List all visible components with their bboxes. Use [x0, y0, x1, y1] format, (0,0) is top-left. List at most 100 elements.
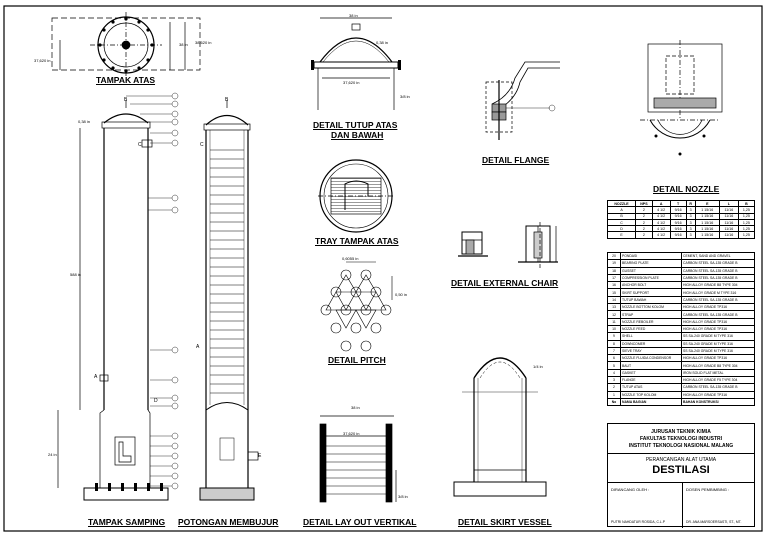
table-cell: GASKET	[620, 368, 682, 378]
label-detail-layout: DETAIL LAY OUT VERTIKAL	[303, 517, 417, 527]
svg-text:D: D	[154, 398, 158, 404]
table-cell: HIGH ALLOY GRADE TP316	[681, 390, 755, 399]
table-cell: 11	[607, 317, 621, 326]
title-block-title: DESTILASI	[652, 464, 710, 476]
table-cell: HIGH ALLOY GRADE TP316	[681, 317, 755, 326]
table-cell: GUSSET	[620, 266, 682, 275]
table-cell: HIGH ALLOY GRADE TP316	[681, 303, 755, 312]
advisor-name: DR. ANA MARSOERSASTI, ST., MT.	[686, 520, 742, 524]
table-cell: 9	[607, 332, 621, 341]
label-detail-flange: DETAIL FLANGE	[482, 155, 550, 165]
table-cell: CARBON STEEL SA-135 GRADE B	[681, 266, 755, 275]
table-cell: PONDASI	[620, 251, 682, 261]
table-cell: 18	[607, 266, 621, 275]
table-cell: 16	[607, 281, 621, 290]
table-cell: 1 15/16	[694, 231, 720, 239]
table-cell: CARBON STEEL SA-135 GRADE B	[681, 383, 755, 392]
table-cell: 3	[607, 376, 621, 385]
dimension-text: 38 in	[351, 405, 360, 410]
title-block: JURUSAN TEKNIK KIMIA FAKULTAS TEKNOLOGI …	[607, 423, 755, 528]
table-cell: 14	[607, 295, 621, 305]
table-cell: BAHAN KONSTRUKSI	[681, 397, 755, 407]
table-cell: SS SA-240 GRADE M TYPE 316	[681, 339, 755, 348]
label-longitudinal-section: POTONGAN MEMBUJUR	[178, 517, 279, 527]
table-cell: CARBON STEEL SA-135 GRADE B	[681, 273, 755, 283]
side-view	[57, 100, 169, 501]
dimension-text: 0,6055 in	[342, 256, 359, 261]
table-cell: CARBON STEEL SA-135 GRADE B	[681, 295, 755, 305]
table-cell: 20	[607, 251, 621, 261]
title-block-institute: INSTITUT TEKNOLOGI NASIONAL MALANG	[628, 443, 734, 449]
dimension-text: 3/8 in	[400, 94, 410, 99]
table-cell: NOZZLE BOTTOM KOLOM	[620, 303, 682, 312]
table-cell: 4	[607, 368, 621, 378]
detail-layout-vertical	[319, 415, 397, 503]
table-cell: HIGH ALLOY GRADE F5 TYPE 304	[681, 376, 755, 385]
title-block-dept: JURUSAN TEKNIK KIMIA	[651, 429, 711, 435]
table-cell: TUTUP ATAS	[620, 383, 682, 392]
svg-text:C: C	[138, 142, 142, 148]
detail-external-chair	[458, 222, 558, 268]
svg-text:B: B	[225, 97, 229, 103]
table-cell: 6	[607, 354, 621, 363]
table-cell: BEARING PLATE	[620, 259, 682, 268]
label-detail-nozzle: DETAIL NOZZLE	[653, 184, 720, 194]
table-cell: HIGH ALLOY GRADE M TYPE 316	[681, 288, 755, 297]
detail-flange	[485, 61, 560, 140]
label-top-view: TAMPAK ATAS	[96, 75, 156, 85]
table-cell: CARBON STEEL SA-135 GRADE B	[681, 310, 755, 319]
dimension-text: 3/8 in	[398, 494, 408, 499]
advisor-label: DOSEN PEMBIMBING :	[686, 487, 730, 492]
top-view	[51, 12, 201, 76]
label-detail-cover-2: DAN BAWAH	[331, 130, 384, 140]
label-detail-pitch: DETAIL PITCH	[328, 355, 386, 365]
table-cell: STRAP	[620, 310, 682, 319]
table-cell: 17	[607, 273, 621, 283]
table-cell: NOZZLE FEED	[620, 324, 682, 334]
svg-text:A: A	[196, 344, 200, 350]
dimension-text: 38,620 in	[195, 40, 212, 45]
table-cell: HIGH ALLOY GRADE TP316	[681, 354, 755, 363]
table-cell: 3	[685, 231, 696, 239]
drawn-by-name: PUTRI NAHDATUR ROSIDA, C.L.P	[611, 520, 666, 524]
dimension-text: 1/4 in	[533, 364, 543, 369]
label-side-view: TAMPAK SAMPING	[88, 517, 166, 527]
table-cell: SHELL	[620, 332, 682, 341]
dimension-text: 588 in	[70, 272, 81, 277]
table-cell: 1,25	[737, 231, 756, 239]
dimension-text: 38 in	[349, 13, 358, 18]
table-cell: SS SA-240 GRADE M TYPE 316	[681, 332, 755, 341]
table-cell: 7	[607, 346, 621, 356]
title-block-subtitle: PERANCANGAN ALAT UTAMA	[645, 457, 717, 463]
table-cell: 9/16	[669, 231, 687, 239]
table-cell: 10	[607, 324, 621, 334]
table-cell: COMPRESSION PLATE	[620, 273, 682, 283]
dimension-text: 38 in	[179, 42, 188, 47]
detail-cover	[311, 17, 401, 110]
table-cell: 15	[607, 288, 621, 297]
table-cell: ANCHOR BOLT	[620, 281, 682, 290]
table-cell: NAMA BAGIAN	[620, 397, 682, 407]
dimension-text: 0,38 in	[78, 119, 91, 124]
table-cell: NOZZLE FLUIDA CONDENSOR	[620, 354, 682, 363]
table-cell: 4 1/2	[651, 231, 671, 239]
table-cell: BAUT	[620, 361, 682, 370]
table-cell: SKIRT SUPPORT	[620, 288, 682, 297]
label-detail-chair: DETAIL EXTERNAL CHAIR	[451, 278, 559, 288]
table-cell: 13	[607, 303, 621, 312]
table-cell: NOZZLE REBOILER	[620, 317, 682, 326]
